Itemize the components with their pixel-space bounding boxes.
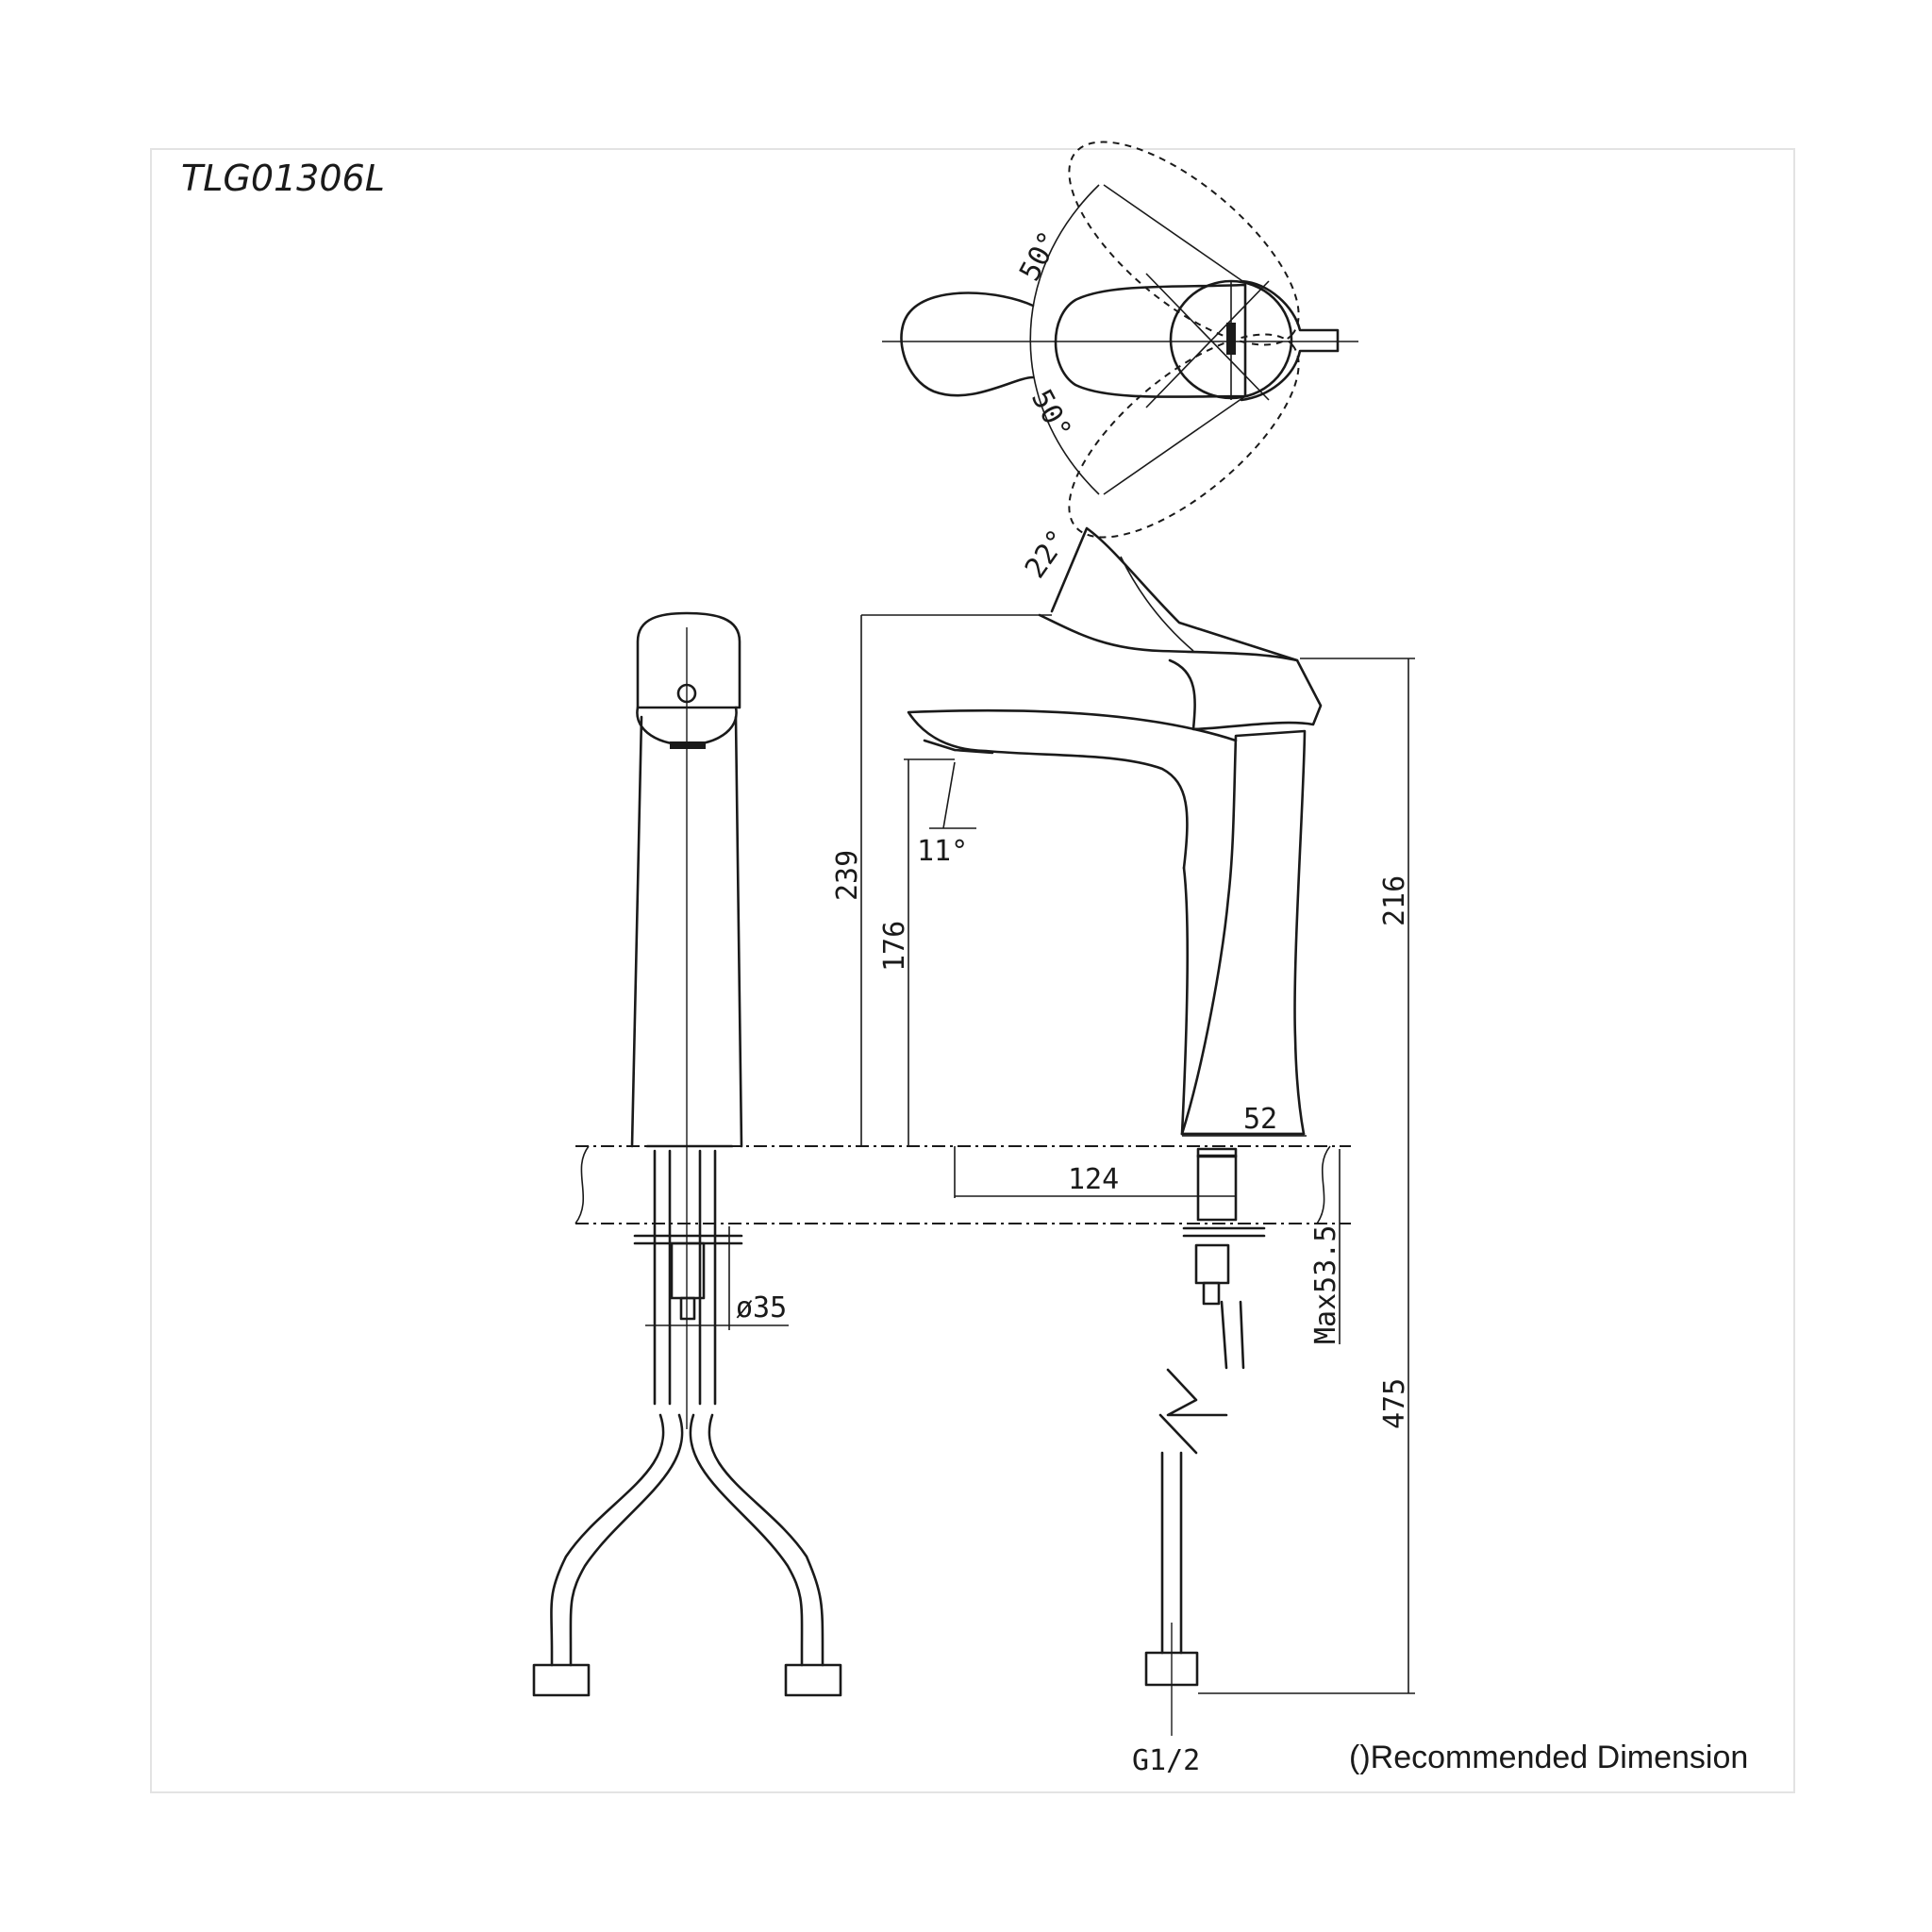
aerator-side (923, 739, 994, 755)
rotation-arc (1029, 184, 1100, 495)
hose-right-2 (708, 1413, 824, 1667)
handle-front (636, 611, 741, 709)
spout-side (907, 708, 1238, 870)
body-height-label: 216 (1378, 875, 1411, 926)
handle-rotated-right (1068, 333, 1300, 539)
rotation-guide-right (1103, 395, 1246, 495)
handle-side-tilted (1050, 526, 1299, 662)
recommended-dimension-note: ()Recommended Dimension (1349, 1740, 1748, 1775)
side-hose-break-2 (1158, 1413, 1198, 1455)
top-view: 50° 50° (882, 141, 1358, 539)
countertop-section (575, 1145, 1351, 1224)
handle-indicator (676, 683, 697, 704)
total-height-label: 239 (831, 850, 864, 901)
handle-rotated-left (1068, 141, 1300, 346)
stud-front (679, 1296, 696, 1321)
max-thickness-label: Max53.5 (1309, 1225, 1342, 1344)
hose-left-2 (569, 1413, 684, 1667)
spout-angle-label: 11° (917, 835, 968, 868)
handle-side-tilted-inner (1120, 556, 1194, 652)
model-number: TLG01306L (181, 158, 385, 199)
side-stud (1196, 1154, 1238, 1222)
side-hose-break-1 (1166, 1368, 1228, 1417)
rotation-guide-left (1103, 184, 1246, 284)
spout-inner-curve (1180, 866, 1190, 1136)
aerator-front (670, 741, 706, 749)
hose-left-1 (550, 1413, 665, 1667)
side-view: G1/2 (907, 526, 1323, 1777)
rotation-guide-cross-1 (1145, 280, 1270, 408)
side-hose-top (1220, 1300, 1245, 1370)
hose-nut-right (784, 1663, 842, 1697)
hose-right-1 (689, 1413, 804, 1667)
hole-diameter-label: ø35 (736, 1291, 787, 1324)
connection-thread-label: G1/2 (1132, 1744, 1200, 1777)
body-center-mark (1226, 323, 1236, 355)
spout-height-label: 176 (878, 921, 911, 972)
hose-nut-left (532, 1663, 591, 1697)
front-view: ø35 (532, 611, 842, 1697)
handle-lever-top (1240, 279, 1340, 402)
countertop-break-right (1316, 1145, 1331, 1224)
handle-front-ghost (900, 291, 1035, 397)
hose-length-label: 475 (1378, 1378, 1411, 1429)
body-side (1180, 729, 1307, 1136)
spout-reach-label: 124 (1068, 1163, 1119, 1196)
handle-side (1038, 613, 1323, 731)
handle-center (1054, 283, 1247, 398)
dimension-lines: 239 176 11° 22° 216 52 124 Max53.5 475 (831, 524, 1415, 1694)
rotation-angle-right: 50° (1024, 384, 1077, 444)
base-width-label: 52 (1243, 1103, 1277, 1136)
hose-pipes-front (653, 1149, 717, 1406)
countertop-break-left (575, 1145, 590, 1224)
rotation-guide-cross-2 (1145, 273, 1270, 401)
body-front (630, 715, 743, 1148)
side-stud-end (1202, 1281, 1221, 1306)
spout-angle-line (942, 761, 956, 829)
side-hose-bottom (1160, 1451, 1183, 1655)
side-nut (1194, 1243, 1230, 1285)
drawing-frame (150, 148, 1795, 1793)
